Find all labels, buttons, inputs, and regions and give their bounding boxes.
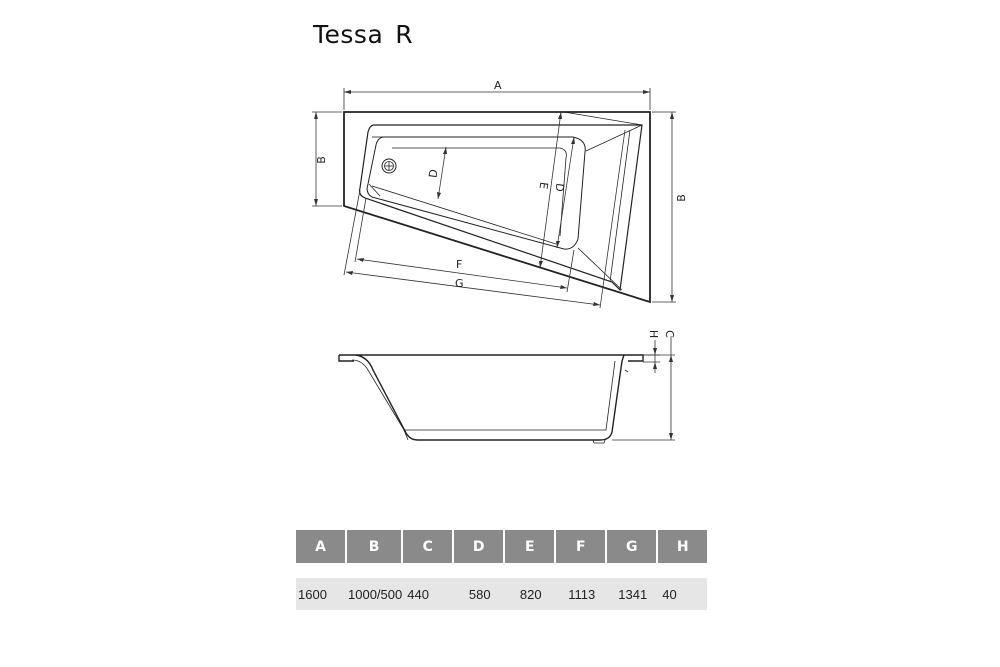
- dim-label-d-right: D: [552, 182, 566, 192]
- dim-label-h: H: [647, 330, 660, 338]
- product-title: Tessa R: [313, 20, 413, 49]
- dimensions-value-row: 1600 1000/500 440 580 820 1113 1341 40: [296, 578, 708, 610]
- top-view: [343, 111, 651, 304]
- tub-basin-inner: [392, 147, 567, 237]
- header-cell-g: G: [607, 530, 659, 563]
- header-cell-d: D: [454, 530, 506, 563]
- tub-inner-rim: [358, 124, 643, 292]
- product-variant: R: [395, 20, 414, 49]
- dim-label-a: A: [494, 79, 502, 92]
- side-view: [338, 354, 644, 444]
- value-cell-f: 1113: [556, 578, 608, 610]
- header-cell-e: E: [505, 530, 557, 563]
- dim-label-b-right: B: [675, 194, 688, 202]
- header-cell-h: H: [658, 530, 708, 563]
- dimensions-table: A B C D E F G H 1600 1000/500 440 580 82…: [296, 530, 708, 610]
- header-cell-c: C: [403, 530, 455, 563]
- side-view-dimensions: [612, 336, 675, 441]
- side-rim: [338, 354, 644, 362]
- value-cell-c: 440: [403, 578, 455, 610]
- tub-basin: [366, 136, 586, 250]
- dim-label-g: G: [455, 277, 464, 290]
- tub-outer-rim: [343, 111, 651, 304]
- dim-label-e: E: [537, 181, 551, 190]
- dim-label-f: F: [456, 258, 462, 271]
- product-model-name: Tessa: [313, 20, 384, 49]
- dim-label-b-left: B: [315, 156, 328, 164]
- top-view-dimensions: [312, 88, 676, 309]
- dim-label-c: C: [663, 330, 676, 338]
- value-cell-a: 1600: [296, 578, 347, 610]
- dim-label-d-left: D: [427, 168, 441, 178]
- header-cell-a: A: [296, 530, 347, 563]
- header-cell-f: F: [556, 530, 608, 563]
- value-cell-d: 580: [454, 578, 506, 610]
- value-cell-g: 1341: [607, 578, 659, 610]
- drain-icon: [381, 158, 397, 174]
- value-cell-h: 40: [658, 578, 708, 610]
- header-cell-b: B: [347, 530, 404, 563]
- value-cell-e: 820: [505, 578, 557, 610]
- value-cell-b: 1000/500: [347, 578, 404, 610]
- dimensions-header-row: A B C D E F G H: [296, 530, 708, 563]
